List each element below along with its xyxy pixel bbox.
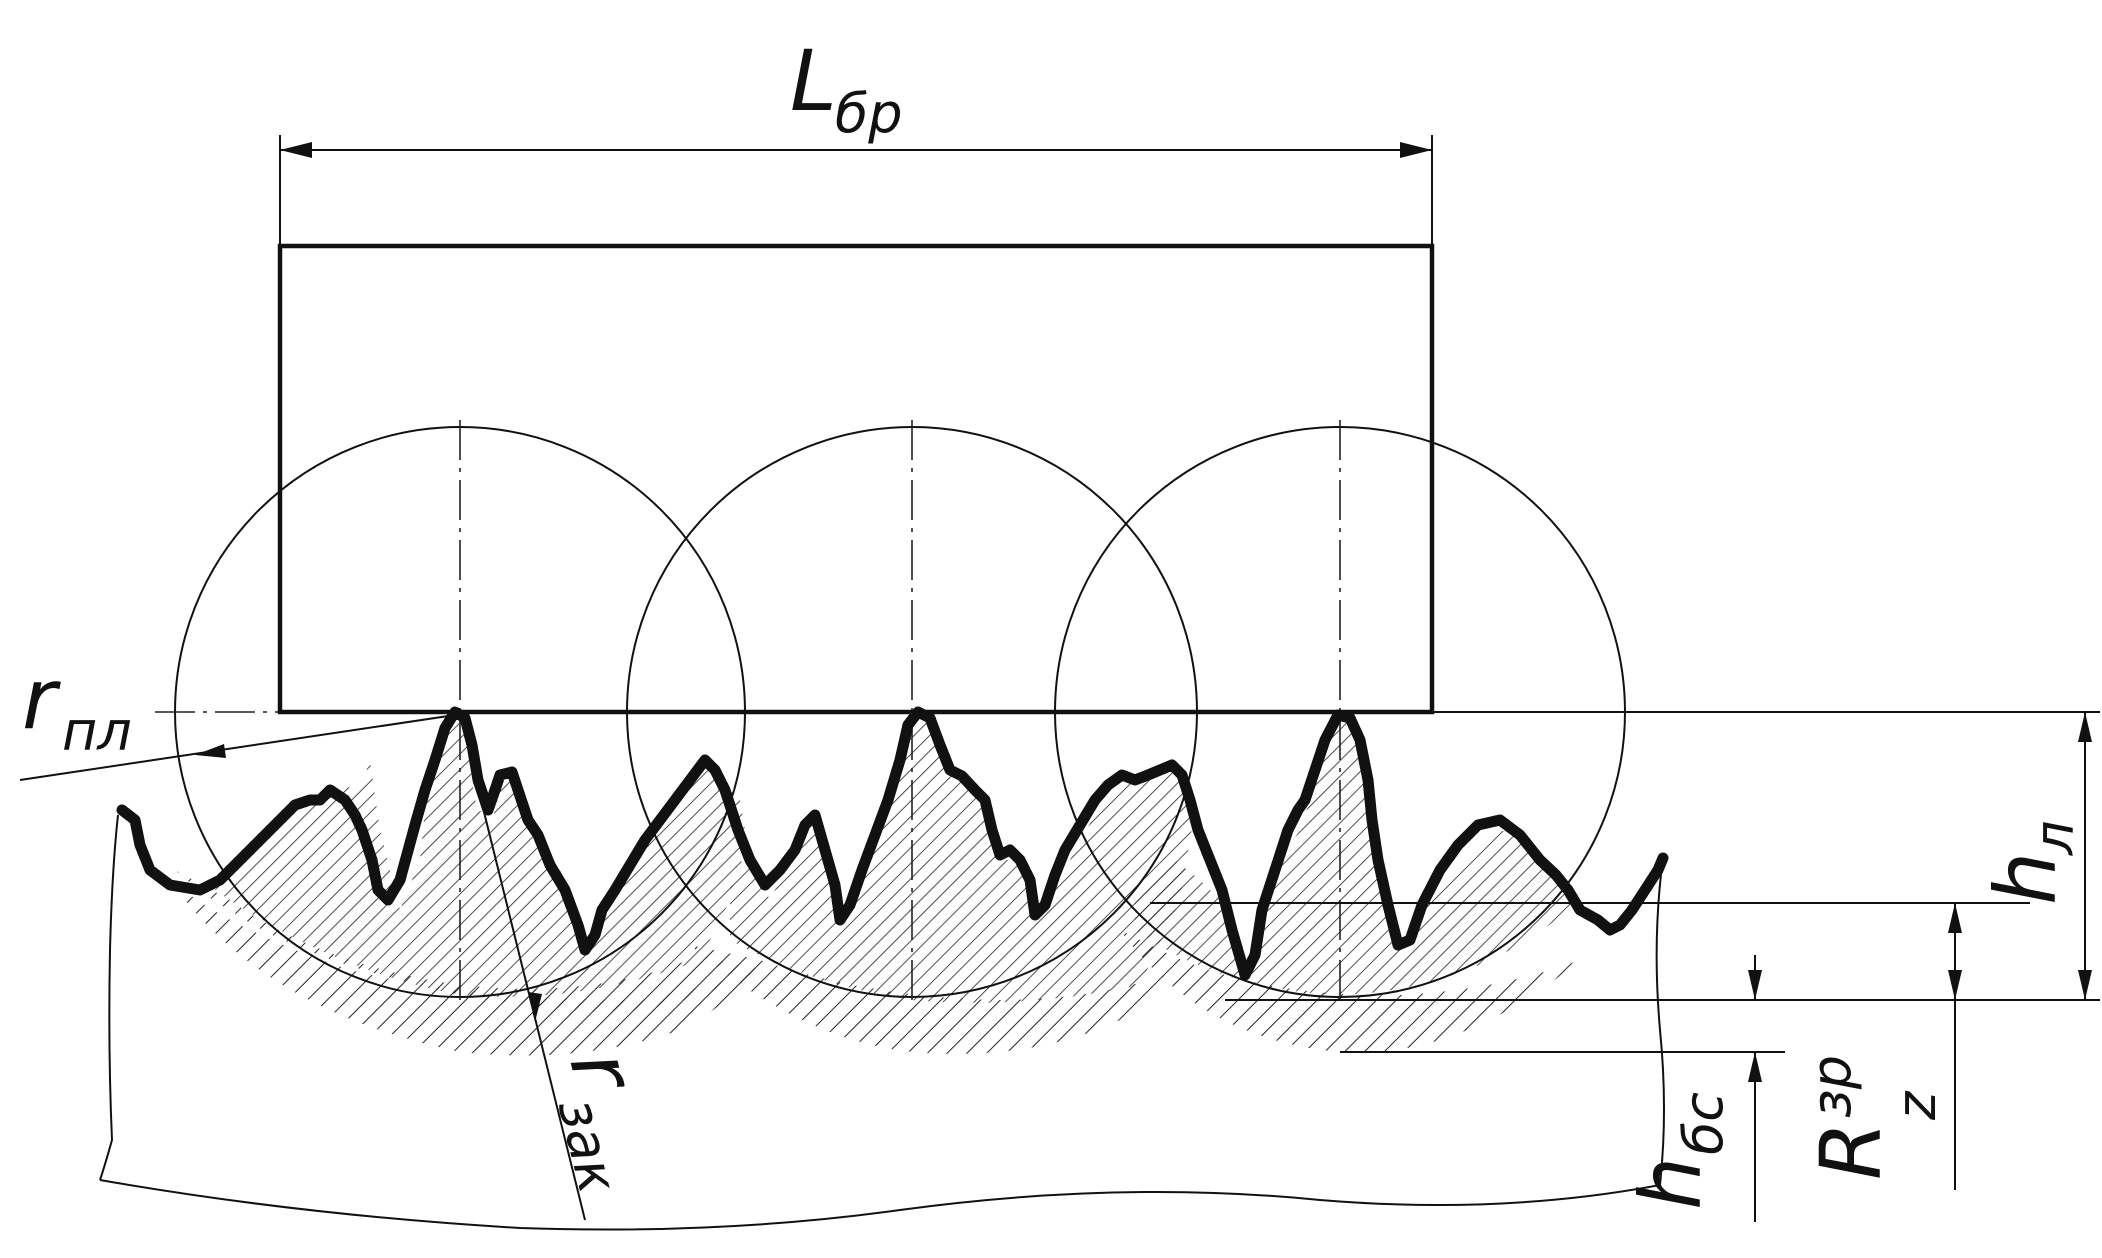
- label-h-bs-sub: бс: [1672, 1092, 1735, 1155]
- label-Rz: R z зр: [1800, 1055, 1948, 1180]
- brush-rectangle: [277, 243, 1435, 715]
- label-L-br: L бр: [790, 32, 903, 145]
- label-r-pl: r пл: [22, 650, 132, 763]
- label-Rz-sub: z: [1885, 1090, 1948, 1121]
- label-r-pl-sub: пл: [62, 700, 132, 763]
- label-h-l-main: h: [1977, 852, 2075, 905]
- label-r-zak: r зак: [546, 1041, 655, 1199]
- dimension-L: [279, 135, 1433, 246]
- label-r-pl-main: r: [22, 650, 61, 748]
- dimension-Rz: [1948, 903, 1962, 1190]
- base-body-outline: [99, 814, 1665, 1231]
- reference-lines: [1150, 711, 2100, 1053]
- dimension-h-bs: [1748, 955, 1762, 1222]
- label-Rz-sup: зр: [1800, 1055, 1863, 1118]
- label-L: L: [790, 32, 837, 130]
- dimension-h-l: [2078, 712, 2092, 1000]
- label-h-bs-main: h: [1622, 1157, 1720, 1210]
- label-r-zak-sub: зак: [546, 1092, 630, 1199]
- label-h-l-sub: л: [2023, 820, 2086, 856]
- label-h-l: h л: [1977, 820, 2086, 905]
- radius-leaders: [19, 714, 586, 1221]
- label-Rz-main: R: [1802, 1122, 1900, 1180]
- label-L-sub: бр: [835, 82, 903, 145]
- hatched-asperities: [215, 712, 1580, 1003]
- label-h-bs: h бс: [1622, 1092, 1735, 1210]
- rough-surface-profile: [116, 706, 1669, 981]
